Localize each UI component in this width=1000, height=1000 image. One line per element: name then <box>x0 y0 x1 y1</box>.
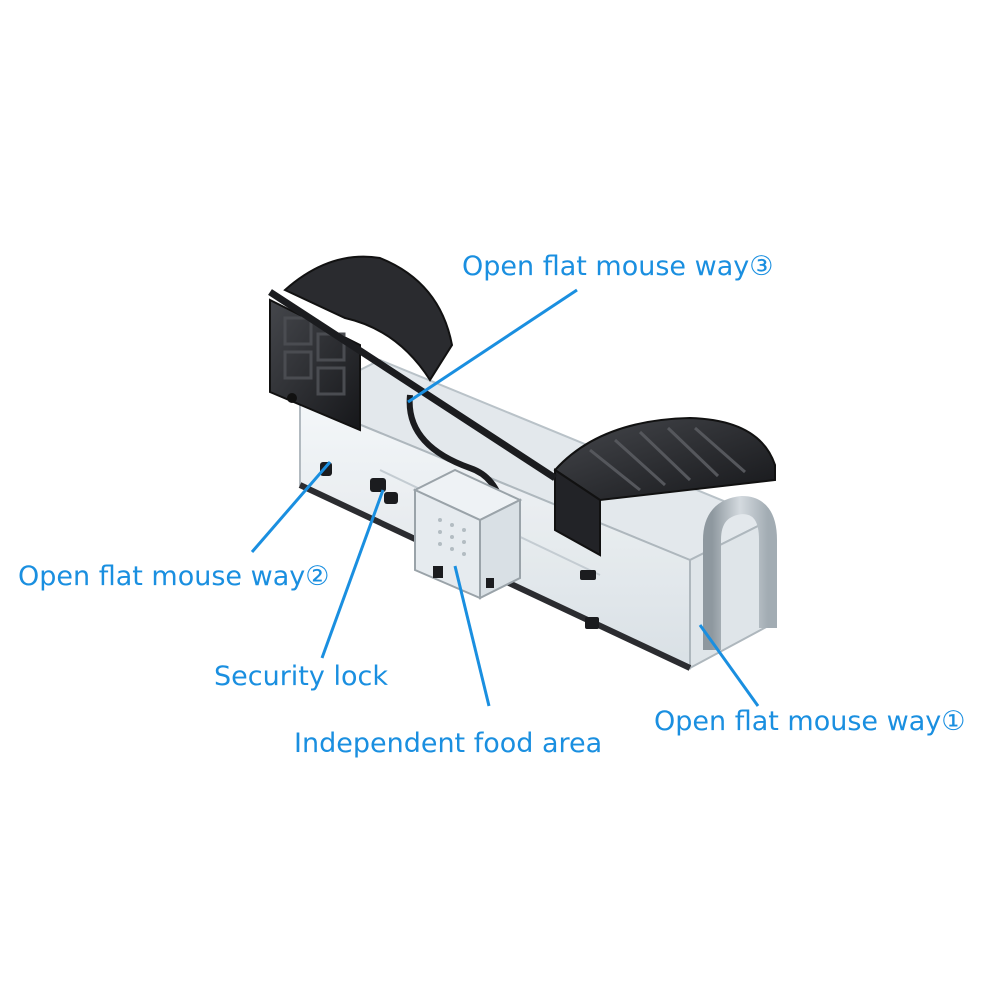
right-end-cap <box>553 416 776 557</box>
trap-body <box>297 358 773 671</box>
leader-way3 <box>407 288 578 404</box>
leader-food <box>453 565 491 707</box>
callout-open-flat-mouse-way-3: Open flat mouse way③ <box>462 251 774 282</box>
leader-lock <box>320 489 385 659</box>
leader-way1 <box>698 624 760 707</box>
leader-lines <box>250 288 760 707</box>
security-lock-clips <box>320 462 599 629</box>
callout-security-lock: Security lock <box>214 661 388 692</box>
metal-door <box>703 495 777 650</box>
callout-independent-food-area: Independent food area <box>294 728 603 759</box>
right-cap-arch <box>553 416 776 502</box>
leader-way2 <box>250 461 332 553</box>
callout-open-flat-mouse-way-1: Open flat mouse way① <box>654 706 966 737</box>
left-cap-hood <box>283 255 454 382</box>
food-box <box>412 468 523 600</box>
callout-open-flat-mouse-way-2: Open flat mouse way② <box>18 561 330 592</box>
right-cap-front <box>554 468 601 557</box>
